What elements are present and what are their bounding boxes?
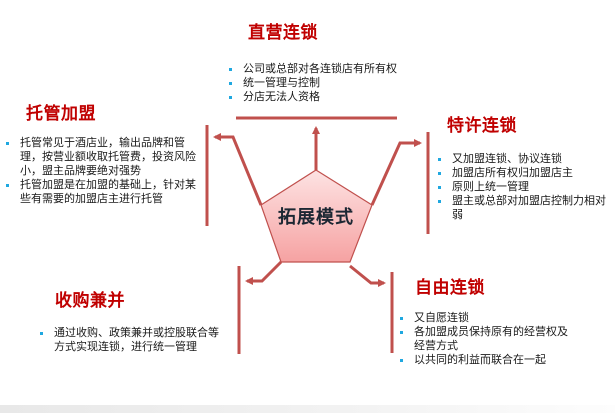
bottom-shadow-band bbox=[0, 405, 615, 413]
franchise-chain-bullets: 又加盟连锁、协议连锁 加盟店所有权归加盟店主 原则上统一管理 盟主或总部对加盟店… bbox=[438, 152, 610, 222]
center-pentagon bbox=[260, 169, 373, 263]
voluntary-chain-bullets: 又自愿连锁 各加盟成员保持原有的经营权及经营方式 以共同的利益而联合在一起 bbox=[400, 311, 575, 367]
title-voluntary-chain: 自由连锁 bbox=[415, 278, 485, 298]
managed-franchise-bullets: 托管常见于酒店业，输出品牌和管理，按营业额收取托管费，投资风险小，盟主品牌要绝对… bbox=[6, 136, 196, 206]
title-acquisition-merger: 收购兼并 bbox=[55, 291, 125, 311]
bullet-item: 原则上统一管理 bbox=[438, 180, 610, 194]
center-label: 拓展模式 bbox=[278, 207, 354, 228]
arrow-upper-left bbox=[213, 133, 263, 206]
bullet-item: 盟主或总部对加盟店控制力相对弱 bbox=[438, 194, 610, 222]
bullet-item: 又自愿连锁 bbox=[400, 311, 575, 325]
bullet-item: 统一管理与控制 bbox=[229, 76, 449, 90]
arrow-lower-left bbox=[245, 260, 283, 285]
direct-chain-bullets: 公司或总部对各连锁店有所有权 统一管理与控制 分店无法人资格 bbox=[229, 62, 449, 104]
title-franchise-chain: 特许连锁 bbox=[447, 116, 517, 136]
bullet-item: 通过收购、政策兼并或控股联合等方式实现连锁，进行统一管理 bbox=[40, 326, 220, 354]
arrow-lower-right bbox=[349, 264, 386, 287]
arrow-upper-right bbox=[370, 139, 422, 206]
title-direct-chain: 直营连锁 bbox=[248, 23, 318, 43]
acquisition-merger-bullets: 通过收购、政策兼并或控股联合等方式实现连锁，进行统一管理 bbox=[40, 326, 220, 354]
bullet-item: 又加盟连锁、协议连锁 bbox=[438, 152, 610, 166]
title-managed-franchise: 托管加盟 bbox=[26, 104, 96, 124]
bullet-item: 分店无法人资格 bbox=[229, 90, 449, 104]
bullet-item: 以共同的利益而联合在一起 bbox=[400, 353, 575, 367]
bullet-item: 加盟店所有权归加盟店主 bbox=[438, 166, 610, 180]
bullet-item: 公司或总部对各连锁店有所有权 bbox=[229, 62, 449, 76]
bullet-item: 各加盟成员保持原有的经营权及经营方式 bbox=[400, 325, 575, 353]
bullet-item: 托管加盟是在加盟的基础上，针对某些有需要的加盟店主进行托管 bbox=[6, 178, 196, 206]
bullet-item: 托管常见于酒店业，输出品牌和管理，按营业额收取托管费，投资风险小，盟主品牌要绝对… bbox=[6, 136, 196, 178]
